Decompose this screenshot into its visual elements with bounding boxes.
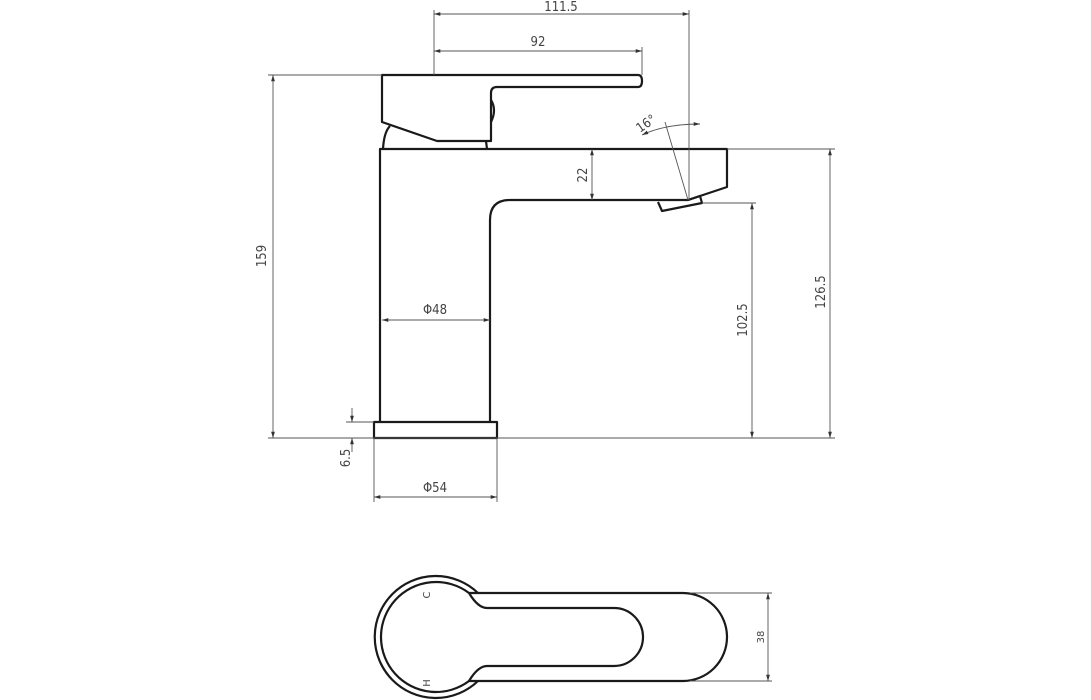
- cartridge-dome: [381, 125, 489, 150]
- lever-handle: [380, 73, 644, 143]
- dimensions: 111.5 92 159 22 16° Φ48 102.5 126.5 6.5 …: [255, 0, 835, 502]
- dim-plan-width: 38: [756, 631, 767, 644]
- hot-marker: H: [422, 679, 433, 687]
- plan-view: C H 38: [373, 574, 772, 700]
- dim-base-height: 6.5: [339, 449, 354, 468]
- dim-base-diameter: Φ54: [423, 481, 447, 496]
- side-elevation: [372, 73, 729, 440]
- dim-spout-thickness: 22: [576, 168, 591, 183]
- body-and-spout: [378, 147, 729, 422]
- base-plate: [372, 420, 499, 440]
- dim-overall-reach: 111.5: [544, 0, 577, 15]
- spout-aerator: [656, 194, 704, 213]
- cold-marker: C: [422, 591, 433, 598]
- dim-spout-angle: 16°: [634, 112, 660, 136]
- dim-body-diameter: Φ48: [423, 303, 447, 318]
- dim-lever-length: 92: [531, 35, 546, 50]
- dim-spout-top-height: 126.5: [814, 275, 829, 308]
- lever-pivot: [490, 99, 496, 123]
- plan-outer-outline: [373, 574, 479, 700]
- dim-spout-outlet-height: 102.5: [736, 303, 751, 336]
- plan-lever-slot: [468, 592, 645, 682]
- dim-total-height: 159: [255, 245, 270, 267]
- plan-lever-outline: [379, 580, 729, 694]
